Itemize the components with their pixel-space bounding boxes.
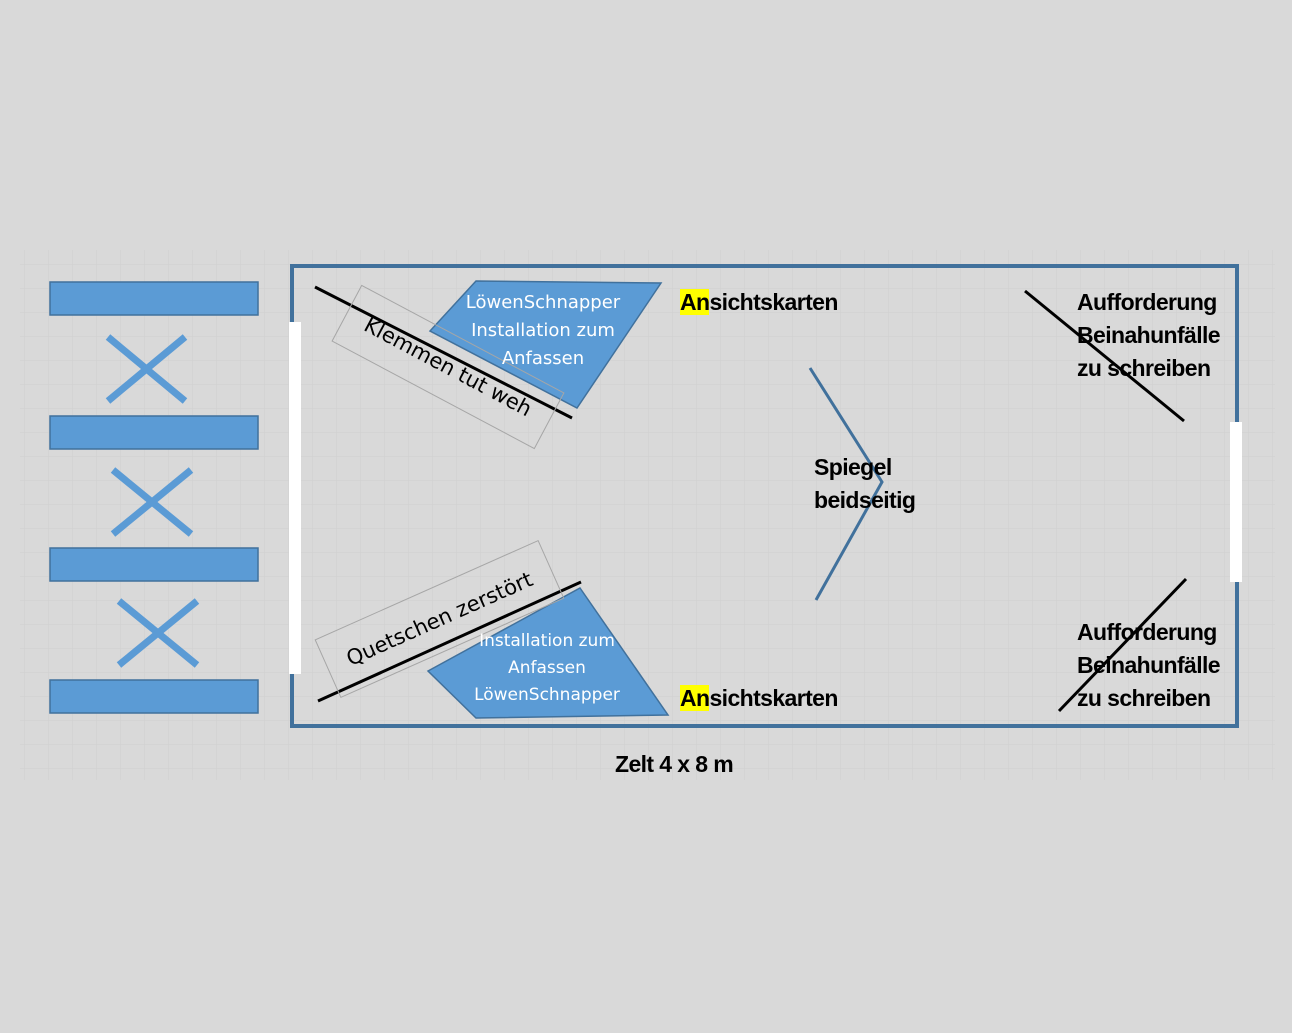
postcards-top-rest: sichtskarten	[709, 289, 838, 315]
tent-size-caption: Zelt 4 x 8 m	[615, 751, 734, 777]
cross-line	[110, 467, 194, 537]
postcards-top-label: Ansichtskarten	[680, 286, 838, 319]
request-board-bottom-label: Aufforderung Beinahunfälle zu schreiben	[1077, 619, 1221, 711]
bottom-installation-shape	[426, 587, 670, 719]
cross-marks	[105, 334, 200, 668]
bottom-installation-text: Installation zum Anfassen LöwenSchnapper	[474, 631, 620, 705]
top-installation-shape	[428, 280, 663, 409]
top-installation-text: LöwenSchnapper Installation zum Anfassen	[465, 292, 621, 369]
mirror-label: Spiegel beidseitig	[814, 454, 916, 513]
request-board-top-label: Aufforderung Beinahunfälle zu schreiben	[1077, 289, 1221, 381]
postcards-bottom-rest: sichtskarten	[709, 685, 838, 711]
postcards-top-highlight: An	[680, 289, 710, 315]
right-entrance	[1230, 422, 1242, 582]
barrier-bar	[49, 415, 259, 450]
postcards-bottom-label: Ansichtskarten	[680, 682, 838, 715]
clamp-edge-line	[314, 285, 573, 420]
barrier-bar	[49, 281, 259, 316]
barrier-bar	[49, 679, 259, 714]
barrier-bar	[49, 547, 259, 582]
mirror-shape	[808, 367, 884, 601]
squeeze-edge-line	[317, 580, 582, 703]
request-board-bottom-line	[1057, 577, 1188, 713]
postcards-bottom-highlight: An	[680, 685, 710, 711]
cross-line	[116, 598, 200, 668]
cross-line	[105, 334, 188, 404]
request-board-top-line	[1024, 289, 1185, 423]
left-entrance	[289, 322, 301, 674]
